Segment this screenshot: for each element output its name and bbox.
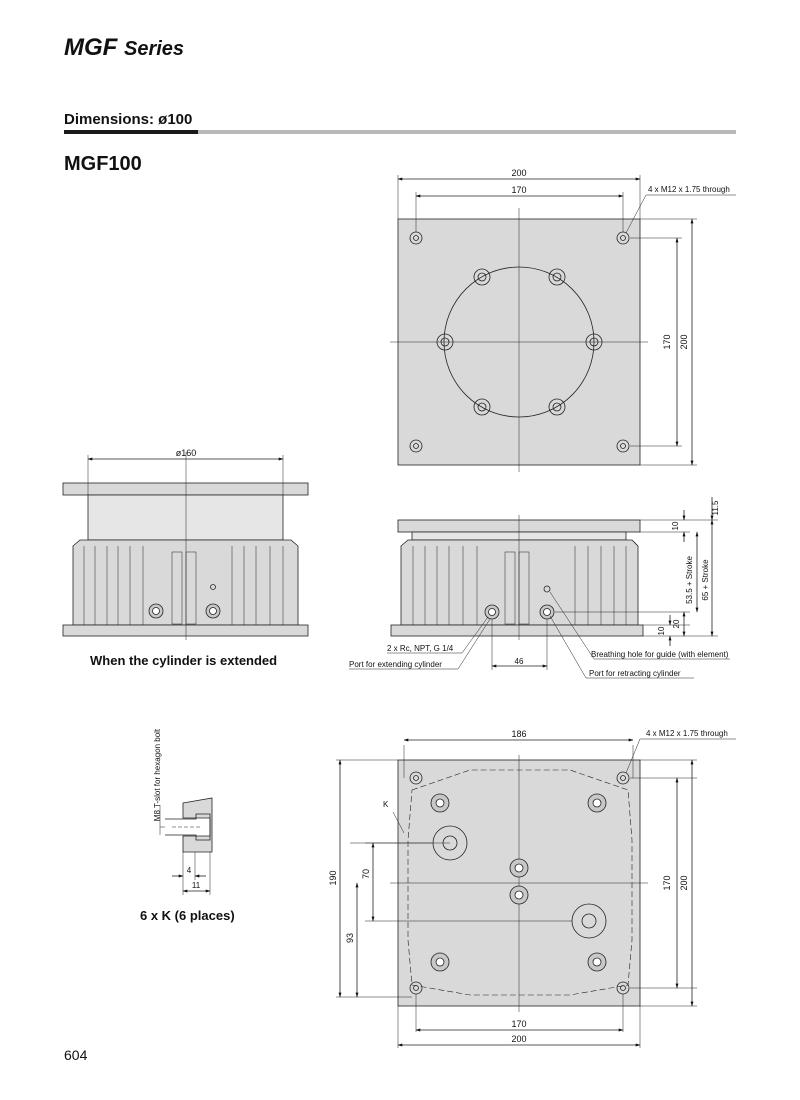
- dim-bot-186: 186: [511, 729, 526, 739]
- caption-k-detail: 6 x K (6 places): [140, 908, 235, 923]
- dim-top-170: 170: [511, 185, 526, 195]
- label-bot-through: 4 x M12 x 1.75 through: [646, 729, 728, 738]
- side-base: [390, 624, 644, 637]
- dim-top-v200: 200: [679, 334, 689, 349]
- dim-bot-70: 70: [361, 869, 371, 879]
- top-view: [390, 175, 736, 472]
- dim-top-200: 200: [511, 168, 526, 178]
- side-view: [349, 497, 730, 679]
- label-port-size: 2 x Rc, NPT, G 1/4: [387, 644, 454, 653]
- label-port-extending: Port for extending cylinder: [349, 660, 442, 669]
- label-breathing-hole: Breathing hole for guide (with element): [591, 650, 729, 659]
- model-title: MGF100: [64, 153, 142, 175]
- dim-k-4: 4: [187, 866, 192, 875]
- caption-extended: When the cylinder is extended: [90, 653, 278, 668]
- ext-top-plate: [62, 482, 309, 496]
- extended-view: [62, 452, 309, 640]
- k-detail: [159, 797, 213, 895]
- dim-top-v170: 170: [662, 334, 672, 349]
- dim-side-10b: 10: [657, 626, 666, 635]
- label-bot-K: K: [383, 800, 389, 809]
- bottom-view: [336, 738, 736, 1048]
- ext-rod: [87, 494, 284, 541]
- dim-bot-190: 190: [328, 870, 338, 885]
- label-t-slot: M8 T-slot for hexagon bolt: [153, 728, 162, 821]
- dim-bot-200: 200: [511, 1034, 526, 1044]
- cbore-hole: [436, 268, 603, 416]
- ext-base: [62, 624, 309, 637]
- label-port-retracting: Port for retracting cylinder: [589, 669, 681, 678]
- mount-hole: [409, 231, 630, 453]
- dim-side-115: 11.5: [711, 500, 720, 516]
- bottom-cbore: [430, 793, 607, 972]
- dim-side-20: 20: [672, 619, 681, 628]
- series-title: MGF Series: [64, 34, 185, 61]
- dim-bot-93: 93: [345, 933, 355, 943]
- dim-side-10a: 10: [671, 521, 680, 530]
- dim-bot-v170: 170: [662, 875, 672, 890]
- page-number: 604: [64, 1047, 88, 1063]
- dim-side-65: 65 + Stroke: [701, 559, 710, 601]
- dim-k-11: 11: [192, 881, 201, 890]
- dim-bot-v200: 200: [679, 875, 689, 890]
- label-top-through: 4 x M12 x 1.75 through: [648, 185, 730, 194]
- section-title: Dimensions: ø100: [64, 111, 193, 128]
- dim-port-46: 46: [515, 657, 524, 666]
- dim-bot-170: 170: [511, 1019, 526, 1029]
- dim-ext-d160: ø160: [176, 448, 197, 458]
- dim-side-535: 53.5 + Stroke: [685, 556, 694, 604]
- section-rule: [64, 130, 736, 134]
